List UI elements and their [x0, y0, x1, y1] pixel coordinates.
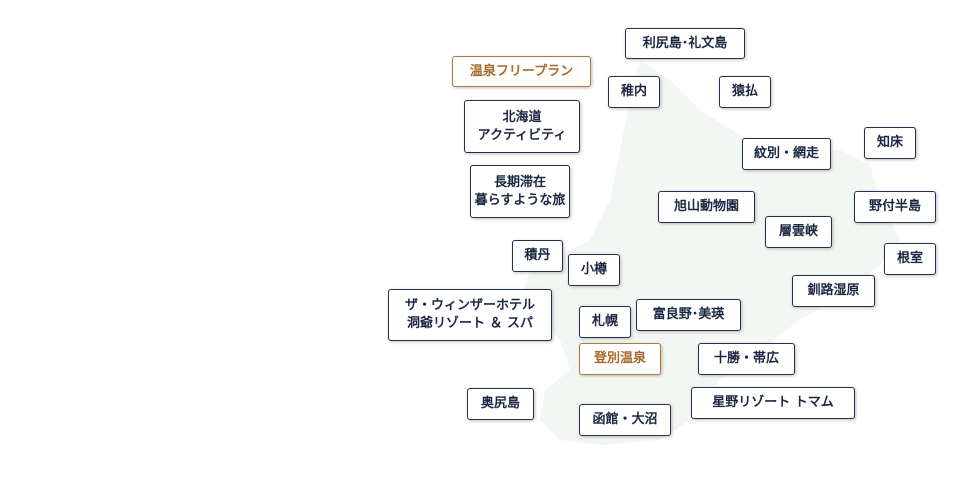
map-label-text: 札幌: [591, 314, 618, 329]
map-label-text: 旭山動物園: [673, 199, 739, 214]
map-label-text: 洞爺リゾート ＆ スパ: [406, 316, 534, 331]
map-label-shiretoko[interactable]: 知床: [864, 127, 916, 159]
map-label-long-stay[interactable]: 長期滞在暮らすような旅: [470, 165, 570, 218]
map-label-text: 北海道: [502, 109, 542, 125]
map-label-notsuke[interactable]: 野付半島: [854, 191, 936, 223]
map-label-text: 暮らすような旅: [474, 192, 566, 208]
map-label-text: 富良野･美瑛: [652, 307, 725, 322]
map-label-otaru[interactable]: 小樽: [568, 254, 620, 286]
map-label-text: アクティビティ: [477, 127, 567, 143]
map-label-sarufutsu[interactable]: 猿払: [719, 76, 771, 108]
map-label-monbetsu-abashiri[interactable]: 紋別・網走: [742, 138, 831, 170]
map-label-text: 利尻島･礼文島: [642, 35, 728, 51]
map-label-sounkyo[interactable]: 層雲峡: [765, 216, 832, 248]
map-label-text: 函館・大沼: [592, 412, 658, 427]
map-label-hakodate-onuma[interactable]: 函館・大沼: [579, 404, 671, 436]
map-label-text: 紋別・網走: [753, 146, 819, 161]
map-label-sapporo[interactable]: 札幌: [579, 306, 631, 338]
map-label-hoshino-tomamu[interactable]: 星野リゾート トマム: [691, 387, 855, 419]
map-label-rishiri-rebun[interactable]: 利尻島･礼文島: [625, 28, 745, 59]
map-label-text: 長期滞在: [493, 174, 546, 190]
map-label-onsen-free-plan[interactable]: 温泉フリープラン: [452, 56, 591, 87]
map-label-windsor-toya[interactable]: ザ・ウィンザーホテル洞爺リゾート ＆ スパ: [388, 289, 552, 341]
map-label-text: 奥尻島: [480, 396, 520, 411]
map-label-asahiyama-zoo[interactable]: 旭山動物園: [658, 191, 755, 223]
map-label-text: ザ・ウィンザーホテル: [404, 298, 535, 313]
map-label-tokachi-obihiro[interactable]: 十勝・帯広: [698, 343, 795, 375]
map-label-furano-biei[interactable]: 富良野･美瑛: [636, 299, 741, 331]
map-label-wakkanai[interactable]: 稚内: [608, 76, 660, 108]
map-label-nemuro[interactable]: 根室: [884, 243, 936, 275]
map-label-text: 積丹: [524, 248, 551, 263]
map-label-text: 野付半島: [868, 199, 921, 214]
map-label-text: 釧路湿原: [807, 283, 860, 298]
map-label-shakotan[interactable]: 積丹: [512, 240, 563, 272]
map-label-text: 層雲峡: [778, 224, 818, 239]
map-label-text: 猿払: [731, 84, 758, 99]
map-label-text: 知床: [876, 135, 903, 150]
map-label-text: 小樽: [580, 262, 607, 277]
map-label-noboribetsu[interactable]: 登別温泉: [579, 343, 661, 375]
map-label-kushiro-shitsugen[interactable]: 釧路湿原: [792, 275, 875, 307]
map-label-text: 温泉フリープラン: [469, 63, 574, 79]
map-label-text: 稚内: [620, 84, 647, 99]
map-label-text: 登別温泉: [593, 351, 646, 366]
map-label-okushiri[interactable]: 奥尻島: [467, 388, 534, 420]
map-label-text: 星野リゾート トマム: [712, 395, 834, 410]
map-label-hokkaido-activity[interactable]: 北海道アクティビティ: [464, 100, 580, 153]
map-label-text: 根室: [896, 251, 923, 266]
map-label-text: 十勝・帯広: [713, 351, 779, 366]
